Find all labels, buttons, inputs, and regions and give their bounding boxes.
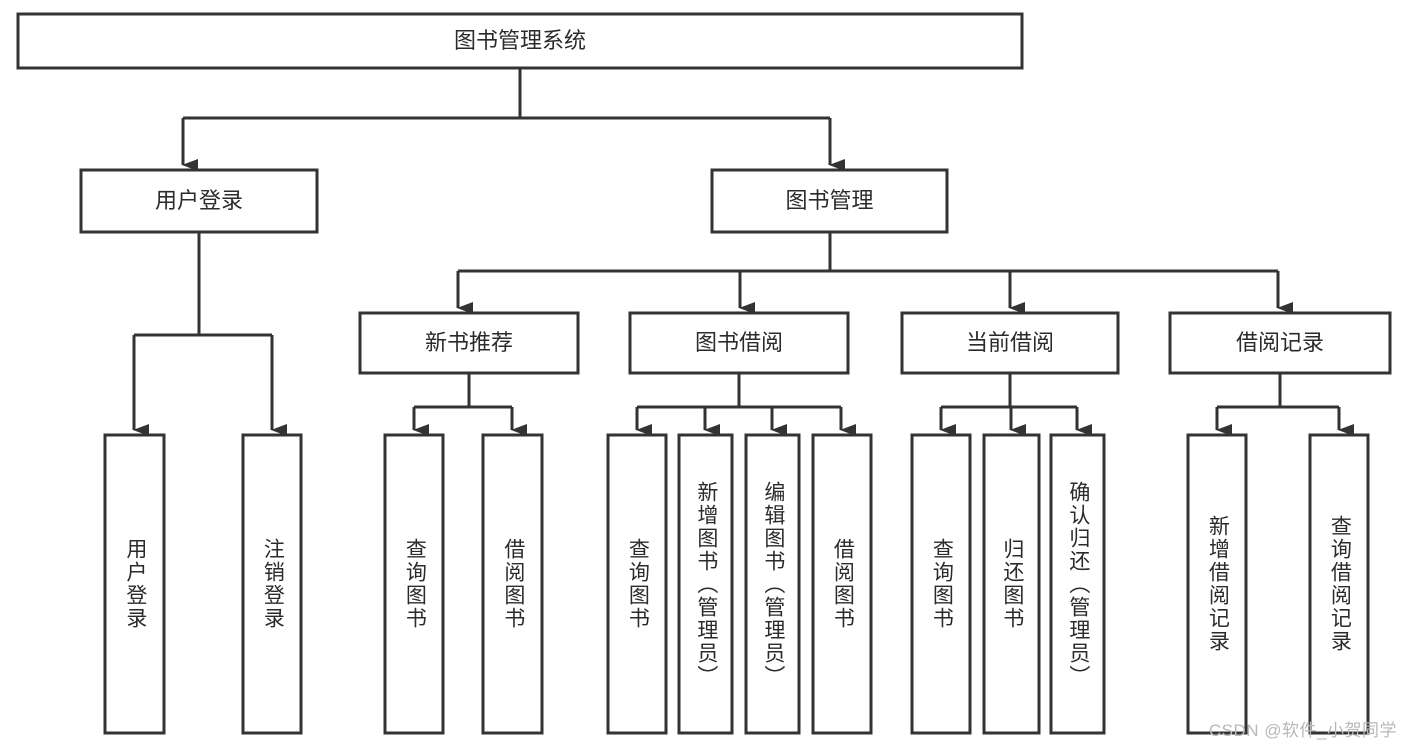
node-leaf-box-12[interactable]: [1308, 433, 1370, 735]
node-level2-box-1-label: 图书管理: [785, 188, 873, 213]
node-leaf-box-9[interactable]: [982, 433, 1041, 735]
node-level3-box-0-label: 新书推荐: [425, 330, 513, 355]
node-leaf-box-0[interactable]: [103, 433, 166, 735]
node-level3-box-2[interactable]: [900, 311, 1120, 375]
node-leaf-box-5[interactable]: [677, 433, 734, 735]
node-level3-box-1-label: 图书借阅: [695, 330, 783, 355]
node-leaf-box-2[interactable]: [383, 433, 445, 735]
node-level2-box-1[interactable]: [710, 168, 949, 234]
node-leaf-box-6[interactable]: [744, 433, 801, 735]
node-boxes-group: [16, 12, 1392, 735]
node-leaf-box-4[interactable]: [606, 433, 668, 735]
node-level3-box-0[interactable]: [358, 311, 580, 375]
node-level2-box-0-label: 用户登录: [155, 188, 243, 213]
node-leaf-box-11[interactable]: [1186, 433, 1248, 735]
node-level3-box-1[interactable]: [628, 311, 850, 375]
node-leaf-box-3[interactable]: [481, 433, 544, 735]
node-leaf-box-1[interactable]: [241, 433, 303, 735]
node-root-box[interactable]: [16, 12, 1024, 70]
connector-lines-group: [132, 68, 1354, 436]
node-level3-box-3[interactable]: [1168, 311, 1392, 375]
node-level3-box-3-label: 借阅记录: [1236, 330, 1324, 355]
node-leaf-box-8[interactable]: [910, 433, 972, 735]
watermark-text: CSDN @软件_小贺同学: [1208, 721, 1397, 740]
node-leaf-box-10[interactable]: [1049, 433, 1106, 735]
node-root-box-label: 图书管理系统: [454, 28, 586, 53]
node-leaf-box-7[interactable]: [811, 433, 873, 735]
node-level2-box-0[interactable]: [79, 168, 319, 234]
node-level3-box-2-label: 当前借阅: [966, 330, 1054, 355]
